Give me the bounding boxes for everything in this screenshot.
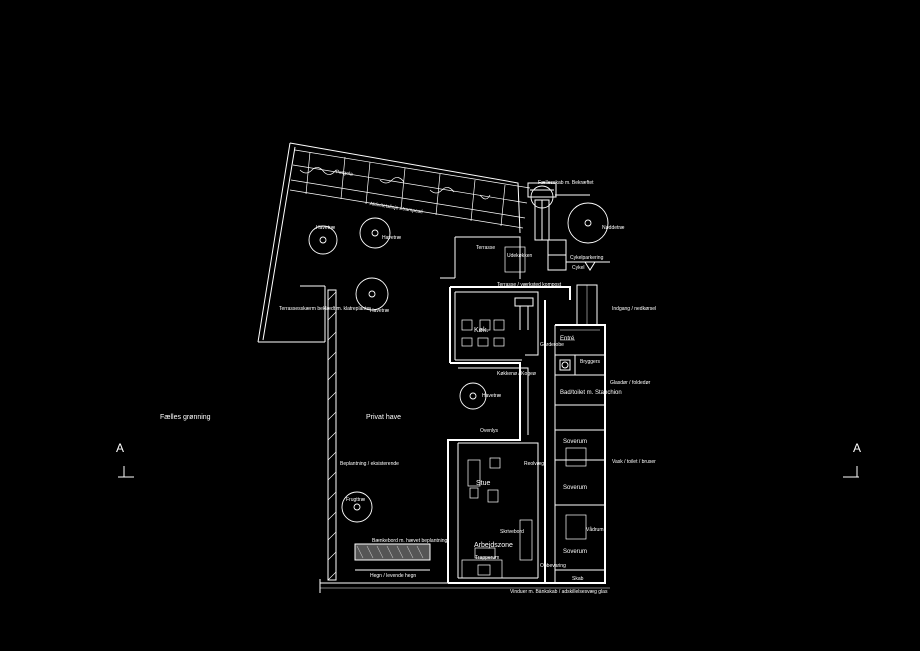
living-furniture [461, 457, 533, 579]
label-fence-note: Hegn / levende hegn [370, 573, 417, 579]
kitchen-furniture [461, 319, 505, 347]
label-sink-note: Vask / toilet / bruser [612, 459, 656, 465]
label-desk: Skrivebord [500, 529, 524, 535]
section-label-left: A [116, 441, 125, 455]
building-inner-walls [454, 284, 605, 583]
label-terrace: Terrasse [476, 245, 496, 251]
label-shelving: Reolvæg [524, 461, 545, 467]
label-bench-note: Bænkebord m. hævet beplantning [372, 538, 448, 544]
trees [308, 185, 609, 523]
label-bedroom-3: Soverum [563, 549, 588, 555]
label-common-area: Fælles grønning [160, 414, 211, 421]
label-private-garden: Privat have [366, 414, 402, 421]
site-boundary [257, 142, 521, 343]
label-parking: Cykelparkering [570, 255, 604, 261]
label-living: Stue [476, 480, 491, 487]
label-tree-2: Havetræ [316, 225, 336, 231]
bench-bed [354, 543, 431, 571]
label-wall-note: Terrasse / værksted kompost [497, 282, 562, 288]
label-screen-note: Terrassesskærm beklædt m. klatreplanter [279, 306, 371, 312]
terrace-outline [440, 236, 526, 279]
label-tree-6: Nøddetræ [602, 225, 625, 231]
label-cupboard: Opbevaring [540, 563, 566, 569]
label-tree-5: Frugttræ [346, 497, 366, 503]
label-planting-note: Beplantning / eksisterende [340, 461, 399, 467]
label-bedroom-1: Soverum [563, 439, 588, 445]
section-label-right: A [853, 441, 862, 455]
label-bathroom: Bad/toilet m. Stanchion [560, 390, 622, 396]
label-arrow-note: Indgang / nedkørsel [612, 306, 657, 312]
label-closet: Skab [572, 576, 584, 582]
hatched-hedge [319, 289, 610, 593]
label-tree-1: Havetræ [370, 308, 390, 314]
label-utility: Bryggers [580, 359, 601, 365]
label-skylight-note: Ovenlys [480, 428, 499, 434]
label-wet-room: Vådrum [586, 527, 604, 533]
label-tree-3: Havetræ [382, 235, 402, 241]
label-entrance: Entré [560, 336, 575, 342]
label-kitchen-note: Køkkenø / Kogeø [497, 371, 536, 377]
label-spa: Udekøkken [507, 253, 533, 259]
label-stair-note: Trapperum [475, 555, 500, 561]
label-wardrobe: Garderobe [540, 342, 564, 348]
label-bike: Cykel [572, 265, 585, 271]
label-glass-door-note: Glasdør / foldedør [610, 380, 651, 386]
building-walls [447, 286, 606, 584]
label-tree-4: Havetræ [482, 393, 502, 399]
label-bedroom-2: Soverum [563, 485, 588, 491]
section-marker-right [843, 466, 859, 478]
pergola-grid [289, 149, 531, 229]
section-marker-left [118, 466, 134, 478]
label-bottom-note: Vinduer m. Bänkskab / adskillelsesvæg gl… [510, 589, 608, 595]
label-work-zone: Arbejdszone [474, 542, 513, 549]
label-storage-note: Fællesskab m. Bekræftet [538, 180, 594, 186]
label-kitchen: Køk. [474, 327, 489, 334]
